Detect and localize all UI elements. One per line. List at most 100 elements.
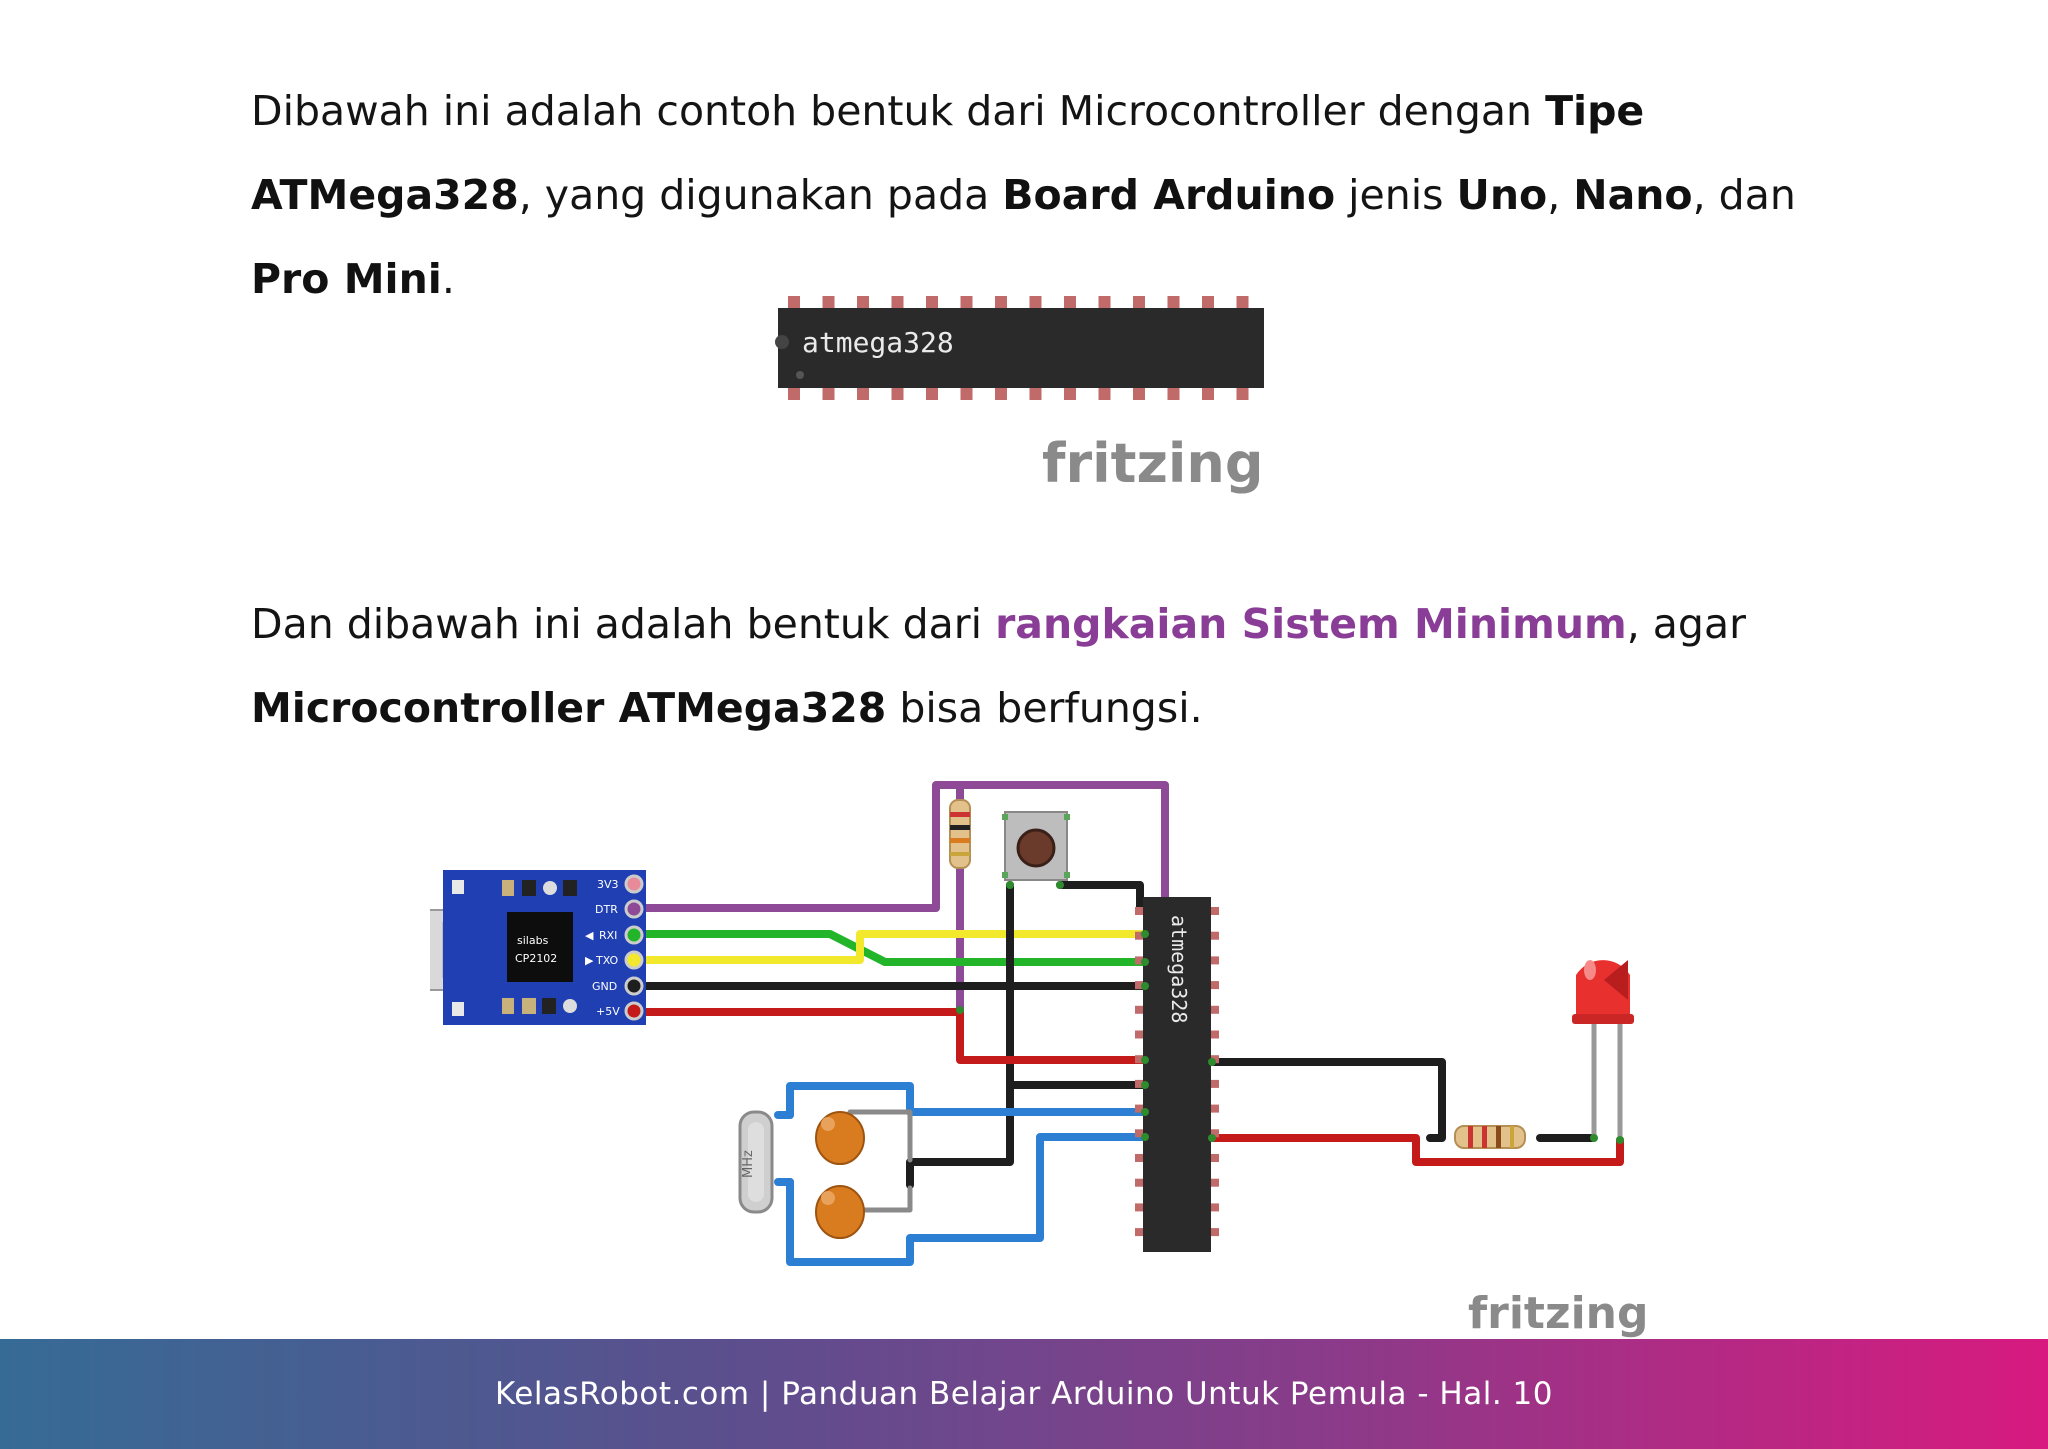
chip-label: atmega328 [802, 326, 954, 359]
chip-pin [822, 296, 835, 310]
chip-pin [1209, 956, 1219, 965]
chip-pin [1209, 1079, 1219, 1088]
chip-pin [960, 386, 973, 400]
wire-crystal-top [786, 1082, 1149, 1119]
chip-pin [1135, 1030, 1145, 1039]
pin-label-txo: TXO [595, 954, 619, 967]
chip-pins-left [1135, 907, 1145, 1237]
pin-label-dtr: DTR [595, 903, 618, 916]
pin-label-3v3: 3V3 [597, 878, 619, 891]
chip-pin [1202, 296, 1214, 310]
chip-pin [1135, 1154, 1145, 1162]
usb-brand-label: silabs [517, 934, 549, 947]
chip-pin [1209, 1228, 1219, 1237]
chip-pin [1135, 1203, 1145, 1212]
intro-bold-tipe: Tipe ATMega328 [251, 87, 1645, 219]
atmega328-chip: atmega328 [1135, 897, 1219, 1252]
chip-pin [788, 296, 800, 310]
pin-label-rxi: RXI [599, 929, 617, 942]
chip-pin [1209, 1178, 1219, 1187]
chip-pin [1135, 1055, 1145, 1064]
chip-pin [857, 386, 869, 400]
chip-pin [1209, 1104, 1219, 1113]
intro-text-6: . [441, 255, 455, 303]
chip-pin [995, 386, 1007, 400]
circuit-chip-label: atmega328 [1167, 915, 1191, 1023]
chip-pin [1135, 931, 1145, 940]
footer-text: KelasRobot.com | Panduan Belajar Arduino… [494, 1376, 1553, 1412]
chip-pin [1202, 386, 1214, 400]
minsys-bold-mcu: Microcontroller ATMega328 [251, 684, 887, 732]
pin-label-5v: +5V [596, 1005, 620, 1018]
chip-body [778, 308, 1264, 388]
chip-pin [1135, 1005, 1145, 1014]
chip-pins-bottom [788, 386, 1249, 400]
wire-junctions [956, 881, 1624, 1144]
chip-pin [1209, 1030, 1219, 1039]
chip-pin [1133, 296, 1145, 310]
intro-bold-promini: Pro Mini [251, 255, 442, 303]
pin-arrow-txo: ▶ [585, 954, 594, 967]
chip-pin [822, 386, 835, 400]
wire-dtr [634, 781, 1169, 912]
led-resistor [1454, 1125, 1526, 1149]
chip-pin [926, 386, 938, 400]
minsys-text-1: Dan dibawah ini adalah bentuk dari [251, 600, 996, 648]
chip-pin [1135, 981, 1145, 990]
intro-text-4: , [1547, 171, 1574, 219]
cp2102-ic [507, 912, 573, 982]
intro-text-1: Dibawah ini adalah contoh bentuk dari Mi… [251, 87, 1546, 135]
pad-rxi [624, 925, 644, 945]
chip-pin [788, 386, 800, 400]
intro-bold-uno: Uno [1456, 171, 1548, 219]
red-led [1572, 960, 1634, 1024]
minsys-text-2: , agar [1626, 600, 1746, 648]
chip-pin [1236, 386, 1249, 400]
chip-pin [1135, 1079, 1145, 1088]
chip-pin [1209, 981, 1219, 990]
cp2102-usb-board: silabs CP2102 3V3 DTR ◀ RXI ▶ TXO GND +5… [430, 870, 646, 1025]
pad-3v3 [624, 874, 644, 894]
wire-gnd-button [906, 881, 1014, 1189]
fritzing-watermark: fritzing [1042, 432, 1263, 495]
intro-text-2: , yang digunakan pada [518, 171, 1003, 219]
wire-vcc [634, 1008, 1149, 1064]
chip-pin [1209, 1129, 1219, 1138]
pad-5v [624, 1001, 644, 1021]
sistem-minimum-paragraph: Dan dibawah ini adalah bentuk dari rangk… [251, 582, 1811, 750]
chip-pin [1135, 1104, 1145, 1113]
intro-bold-board: Board Arduino [1002, 171, 1336, 219]
capacitor-2 [815, 1185, 865, 1239]
capacitor-1 [815, 1111, 865, 1165]
chip-pin [857, 296, 869, 310]
chip-pin [1135, 1129, 1145, 1138]
chip-pin [1098, 386, 1111, 400]
wire-cap2-lead [847, 1185, 913, 1213]
chip-pin1-dot [796, 371, 804, 379]
chip-pin [891, 386, 904, 400]
chip-pin [1135, 1178, 1145, 1187]
chip-pin [1133, 386, 1145, 400]
intro-text-3: jenis [1335, 171, 1457, 219]
chip-pin [1167, 296, 1180, 310]
chip-pin [1135, 1228, 1145, 1237]
minsys-text-3: bisa berfungsi. [886, 684, 1203, 732]
crystal-label: MHz [741, 1150, 756, 1178]
wire-led-signal [1208, 1134, 1624, 1166]
chip-pin [891, 296, 904, 310]
chip-pin [926, 296, 938, 310]
circuit-fritzing-watermark: fritzing [1468, 1288, 1648, 1339]
usb-model-label: CP2102 [515, 952, 557, 965]
wire-gnd-led [1208, 1058, 1446, 1142]
chip-pin [1135, 907, 1145, 915]
minsys-accent-text: rangkaian Sistem Minimum [995, 600, 1627, 648]
intro-bold-nano: Nano [1573, 171, 1693, 219]
chip-pin [1209, 1154, 1219, 1162]
chip-pin [1167, 386, 1180, 400]
chip-pins-top [788, 296, 1249, 310]
chip-pin [1209, 907, 1219, 915]
pin-label-gnd: GND [592, 980, 617, 993]
intro-paragraph: Dibawah ini adalah contoh bentuk dari Mi… [251, 69, 1811, 321]
intro-text-5: , dan [1692, 171, 1796, 219]
chip-pin [1098, 296, 1111, 310]
